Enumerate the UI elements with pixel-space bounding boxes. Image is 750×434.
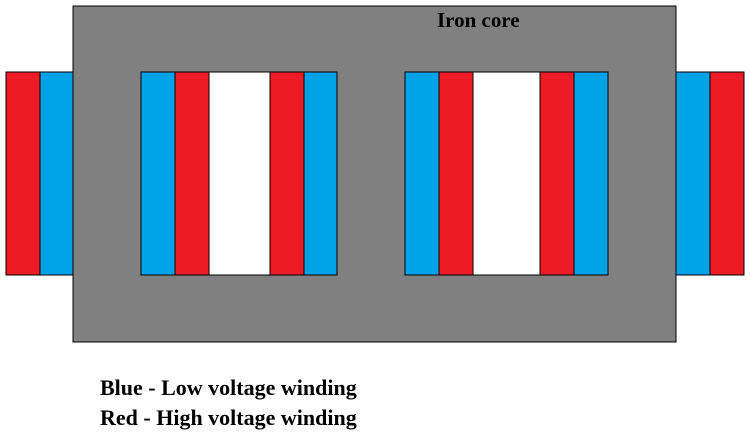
left-window-lv-winding-right: [303, 71, 338, 276]
right-window-hv-winding-left: [438, 71, 474, 276]
right-window-hv-winding-right: [539, 71, 575, 276]
left-outer-hv-winding: [5, 71, 41, 276]
right-window-lv-winding-left: [404, 71, 440, 276]
left-window-hv-winding-right: [269, 71, 305, 276]
legend-low-voltage: Blue - Low voltage winding: [100, 375, 357, 400]
left-window-space: [208, 71, 271, 276]
core-label: Iron core: [437, 8, 520, 32]
left-window-lv-winding-left: [140, 71, 176, 276]
right-outer-lv-winding: [675, 71, 711, 276]
legend-high-voltage: Red - High voltage winding: [100, 405, 357, 430]
left-outer-lv-winding: [39, 71, 74, 276]
right-outer-hv-winding: [709, 71, 745, 276]
right-window-space: [472, 71, 541, 276]
left-window-hv-winding-left: [174, 71, 210, 276]
right-window-lv-winding-right: [573, 71, 609, 276]
